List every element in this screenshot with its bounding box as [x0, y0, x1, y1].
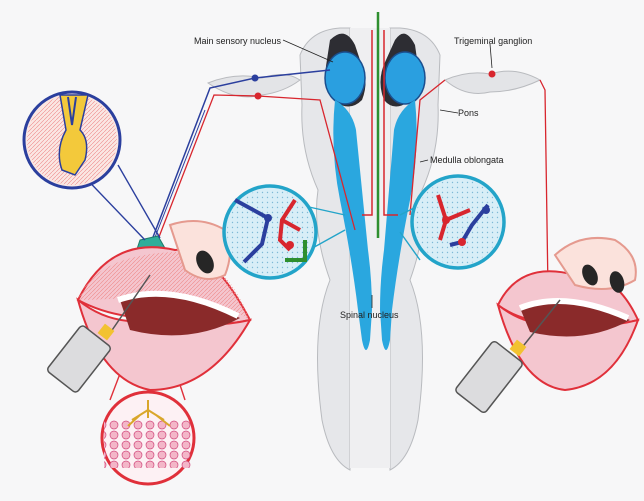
right-synapse-inset: [412, 176, 504, 268]
right-trigeminal-ganglion: [445, 71, 540, 94]
label-pons: Pons: [458, 108, 479, 118]
left-synapse-inset: [224, 186, 316, 278]
label-medulla-oblongata: Medulla oblongata: [430, 155, 504, 165]
label-spinal-nucleus: Spinal nucleus: [340, 310, 399, 320]
epithelium-inset: [102, 392, 194, 484]
nerve-ending-inset: [24, 92, 120, 188]
label-trigeminal-ganglion: Trigeminal ganglion: [454, 36, 532, 46]
label-main-sensory-nucleus: Main sensory nucleus: [194, 36, 281, 46]
